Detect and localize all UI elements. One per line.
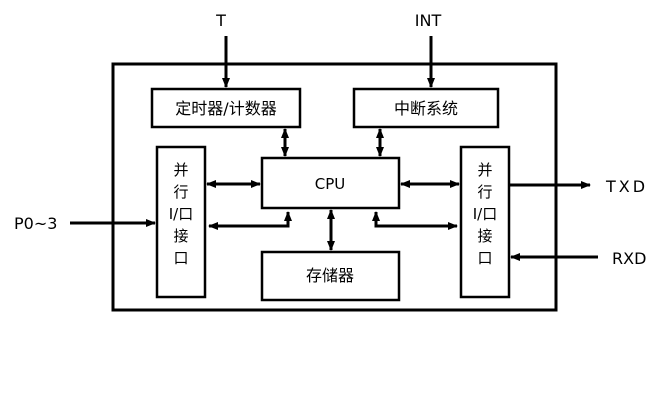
right-io-line-3: I/口	[473, 205, 497, 223]
rxd-output-label: RXD	[612, 249, 646, 268]
left-io-line-1: 并	[173, 161, 188, 179]
int-input-label: INT	[415, 11, 442, 30]
left-io-line-5: 口	[173, 249, 188, 267]
left-io-bus-arrow-left	[208, 211, 292, 230]
left-io-line-3: I/口	[169, 205, 193, 223]
timer-counter-block: 定时器/计数器	[150, 87, 302, 129]
left-io-line-4: 接	[173, 227, 188, 245]
interrupt-system-label: 中断系统	[394, 99, 458, 118]
right-parallel-io-block: 并 行 I/口 接 口	[459, 145, 511, 299]
chip-boundary	[111, 62, 558, 312]
left-io-line-2: 行	[173, 183, 188, 201]
memory-block: 存储器	[260, 250, 401, 302]
cpu-block: CPU	[260, 156, 401, 210]
txd-output-label: TXD	[605, 177, 648, 196]
right-io-line-1: 并	[477, 161, 492, 179]
right-io-line-2: 行	[477, 183, 492, 201]
p0-3-input-label: P0~3	[14, 214, 57, 233]
t-input-label: T	[215, 11, 226, 30]
right-io-line-5: 口	[477, 249, 492, 267]
memory-label: 存储器	[306, 266, 354, 285]
right-io-line-4: 接	[477, 227, 492, 245]
interrupt-system-block: 中断系统	[352, 87, 500, 129]
timer-counter-label: 定时器/计数器	[175, 99, 276, 118]
right-io-bus-arrow-right	[372, 211, 458, 230]
cpu-label: CPU	[315, 175, 346, 193]
left-parallel-io-block: 并 行 I/口 接 口	[155, 145, 207, 299]
